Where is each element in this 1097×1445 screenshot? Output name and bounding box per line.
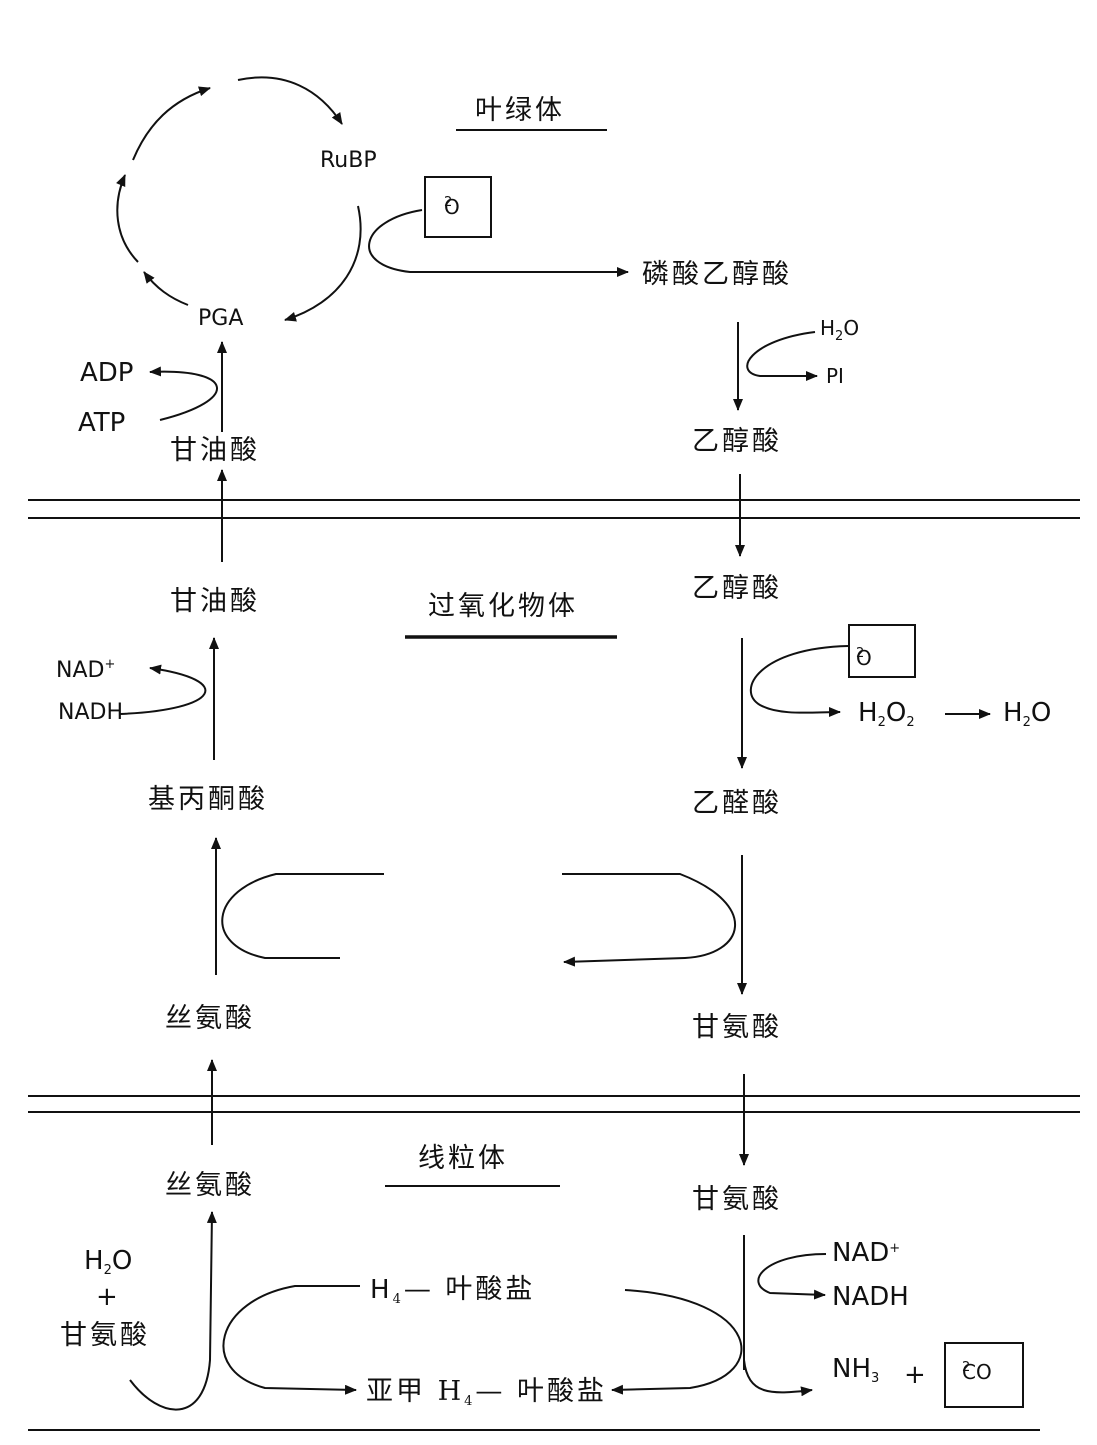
right-transamination-arrow <box>562 873 737 967</box>
calvin-arc-lower-left <box>143 271 189 306</box>
chloroplast-title: 叶绿体 <box>475 95 565 126</box>
mitochondrion-nadh-label: NADH <box>832 1282 909 1312</box>
chloroplast-h2o-main: H <box>820 316 836 340</box>
peroxisome-water-o: O <box>1030 698 1052 728</box>
peroxisome-glycerate-label: 甘油酸 <box>170 586 260 617</box>
mito-h2o-sub: 2 <box>103 1263 112 1278</box>
methylene-thf-label: 亚甲 H4— 叶酸盐 <box>366 1378 607 1408</box>
mito-h2o-main: H <box>84 1246 104 1276</box>
left-transamination-bracket <box>221 873 384 959</box>
adp-label: ADP <box>80 358 134 388</box>
co2-main: CO <box>962 1360 992 1384</box>
chloroplast-glycerate-label: 甘油酸 <box>170 435 260 466</box>
o2-chloroplast-main: O <box>444 195 460 219</box>
nh3-product-arrow <box>743 1359 813 1397</box>
peroxisome-water-label: H2O <box>1003 700 1051 729</box>
chloroplast-h2o-label: H2O <box>820 318 859 343</box>
calvin-arc-left <box>116 174 139 263</box>
o2-h2o2-side-arrow <box>749 645 849 718</box>
atp-label: ATP <box>78 408 126 438</box>
mitochondrion-h2o-label: H2O <box>84 1248 132 1277</box>
pga-label: PGA <box>198 306 244 331</box>
h2o2-label: H2O2 <box>858 700 915 729</box>
peroxisome-nad-main: NAD <box>56 658 105 683</box>
calvin-arc-upper-left <box>132 86 211 161</box>
hydroxypyruvate-label: 基丙酮酸 <box>148 784 268 815</box>
o2-chloroplast-sub: 2 <box>444 195 453 210</box>
mito-nad-main: NAD <box>832 1238 890 1268</box>
o2-peroxisome-sub: 2 <box>856 646 865 661</box>
calvin-arc-right <box>284 205 362 322</box>
thf-methylene-loop-right <box>611 1289 743 1395</box>
h2o2-sub1: 2 <box>877 715 886 730</box>
nad-nadh-side-arrow <box>757 1253 827 1300</box>
peroxisome-water-h: H <box>1003 698 1023 728</box>
nadh-nad-side-arrow <box>119 664 207 715</box>
mitochondrion-serine-label: 丝氨酸 <box>165 1170 255 1201</box>
thf-tail: — 叶酸盐 <box>403 1274 536 1305</box>
mitochondrion-nad-label: NAD+ <box>832 1240 900 1266</box>
methylene-sub: 4 <box>464 1394 476 1409</box>
co2-sub: 2 <box>962 1360 971 1375</box>
peroxisome-glycine-label: 甘氨酸 <box>692 1012 782 1043</box>
methylene-tail: — 叶酸盐 <box>475 1376 608 1407</box>
peroxisome-glycolate-label: 乙醇酸 <box>692 573 782 604</box>
thf-sub: 4 <box>392 1292 404 1307</box>
peroxisome-serine-label: 丝氨酸 <box>165 1003 255 1034</box>
chloroplast-h2o-sub: 2 <box>835 329 844 344</box>
o2-peroxisome-main: O <box>856 646 872 670</box>
nh3-label: NH3 <box>832 1356 879 1385</box>
peroxisome-nad-label: NAD+ <box>56 658 115 682</box>
thf-methylene-loop-left <box>222 1285 360 1395</box>
mito-h2o-tail: O <box>111 1246 133 1276</box>
nh3-sub: 3 <box>871 1371 880 1386</box>
atp-adp-side-arrow <box>149 366 218 421</box>
o2-to-phosphoglycolate <box>368 209 629 277</box>
chloroplast-glycolate-label: 乙醇酸 <box>692 426 782 457</box>
peroxisome-title: 过氧化物体 <box>428 591 578 622</box>
nh3-main: NH <box>832 1354 871 1384</box>
peroxisome-nadh-label: NADH <box>58 700 123 725</box>
calvin-arc-top <box>237 76 343 125</box>
h2o2-h: H <box>858 698 878 728</box>
peroxisome-water-sub: 2 <box>1022 715 1031 730</box>
h2o-pi-side-arrow <box>746 331 818 381</box>
thf-main: H <box>370 1275 393 1305</box>
mitochondrion-plus-right: + <box>904 1360 926 1390</box>
glycine-to-serine-arrow <box>129 1211 217 1411</box>
mito-nad-sup: + <box>889 1241 901 1256</box>
thf-label: H4— 叶酸盐 <box>370 1276 535 1306</box>
mitochondrion-plus-left: + <box>96 1282 118 1312</box>
mitochondrion-title: 线粒体 <box>418 1143 508 1174</box>
methylene-pre: 亚甲 H <box>366 1376 465 1407</box>
h2o2-o: O <box>885 698 907 728</box>
glyoxylate-label: 乙醛酸 <box>692 788 782 819</box>
peroxisome-nad-sup: + <box>104 657 116 672</box>
rubp-label: RuBP <box>320 148 377 173</box>
pi-label: PI <box>826 364 844 388</box>
chloroplast-h2o-tail: O <box>843 316 860 340</box>
mitochondrion-glycine-label: 甘氨酸 <box>692 1184 782 1215</box>
mitochondrion-glycine-substrate-label: 甘氨酸 <box>60 1320 150 1351</box>
phosphoglycolate-label: 磷酸乙醇酸 <box>642 259 792 290</box>
h2o2-sub2: 2 <box>906 715 915 730</box>
